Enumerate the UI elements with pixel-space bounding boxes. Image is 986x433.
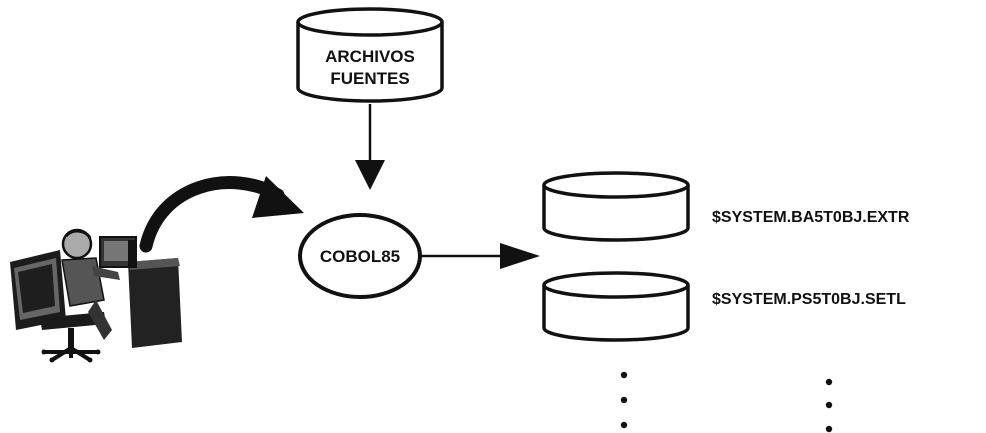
source-files-label-line1: ARCHIVOS — [325, 47, 415, 66]
compiler-node: COBOL85 — [298, 213, 422, 299]
output-cylinder-1 — [542, 171, 690, 242]
output-label-1: $SYSTEM.BA5T0BJ.EXTR — [712, 209, 910, 226]
person-at-computer-icon — [10, 228, 182, 363]
vertical-ellipsis-icon — [620, 371, 628, 429]
output-cylinder-2 — [542, 271, 690, 342]
source-files-cylinder: ARCHIVOS FUENTES — [296, 7, 444, 103]
output-label-2: $SYSTEM.PS5T0BJ.SETL — [712, 291, 906, 308]
arrow-source-to-compiler — [355, 104, 385, 190]
curved-arrow-user-to-compiler — [139, 176, 304, 253]
arrow-compiler-to-outputs — [420, 243, 540, 269]
vertical-ellipsis-icon-right — [825, 378, 833, 433]
compiler-label: COBOL85 — [320, 247, 400, 266]
source-files-label-line2: FUENTES — [330, 69, 409, 88]
